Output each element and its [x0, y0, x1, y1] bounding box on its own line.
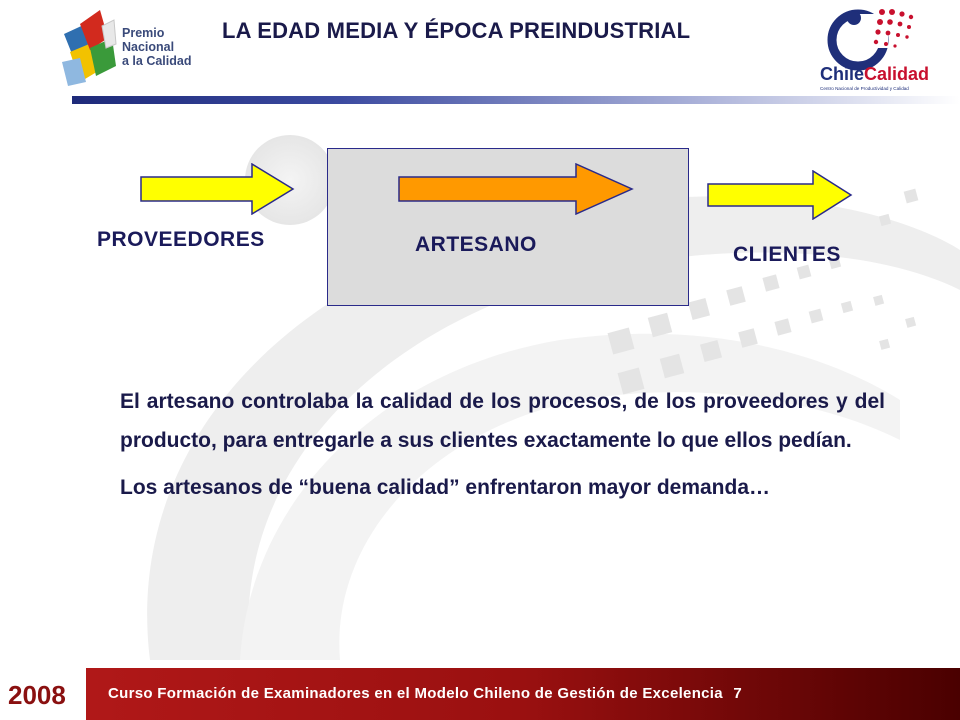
slide-title: LA EDAD MEDIA Y ÉPOCA PREINDUSTRIAL: [222, 18, 691, 43]
logo-line: Nacional: [122, 40, 175, 54]
logo-line: Premio: [122, 26, 165, 40]
body-paragraph: El artesano controlaba la calidad de los…: [120, 390, 885, 452]
artesano-label: ARTESANO: [415, 233, 537, 256]
title-underline: [72, 96, 960, 104]
clientes-label: CLIENTES: [733, 243, 841, 266]
footer-year: 2008: [8, 680, 66, 710]
premio-nacional-logo: [62, 10, 117, 86]
logo-line: a la Calidad: [122, 54, 192, 68]
logo-calidad-word: Calidad: [864, 64, 928, 84]
logo-chile-word: Chile: [820, 64, 864, 84]
chilecalidad-logo: Chile Calidad Centro Nacional de Product…: [820, 9, 928, 91]
artesano-box: [327, 148, 689, 306]
footer-bar: [86, 668, 960, 720]
footer-course-name: Curso Formación de Examinadores en el Mo…: [108, 685, 723, 702]
slide-body: El artesano controlaba la calidad de los…: [120, 382, 885, 515]
clientes-arrow-icon: [707, 170, 853, 220]
page-number: 7: [733, 685, 743, 702]
body-paragraph: Los artesanos de “buena calidad” enfrent…: [120, 476, 771, 499]
proveedores-arrow-icon: [140, 163, 295, 215]
artesano-arrow-icon: [398, 163, 634, 215]
premio-nacional-logo-text: Premio Nacional a la Calidad: [122, 26, 191, 68]
footer-year-box: 2008: [0, 672, 86, 720]
logo-tagline: Centro Nacional de Productividad y Calid…: [820, 86, 909, 91]
proveedores-label: PROVEEDORES: [97, 228, 265, 251]
footer-caption: Curso Formación de Examinadores en el Mo…: [108, 685, 742, 702]
